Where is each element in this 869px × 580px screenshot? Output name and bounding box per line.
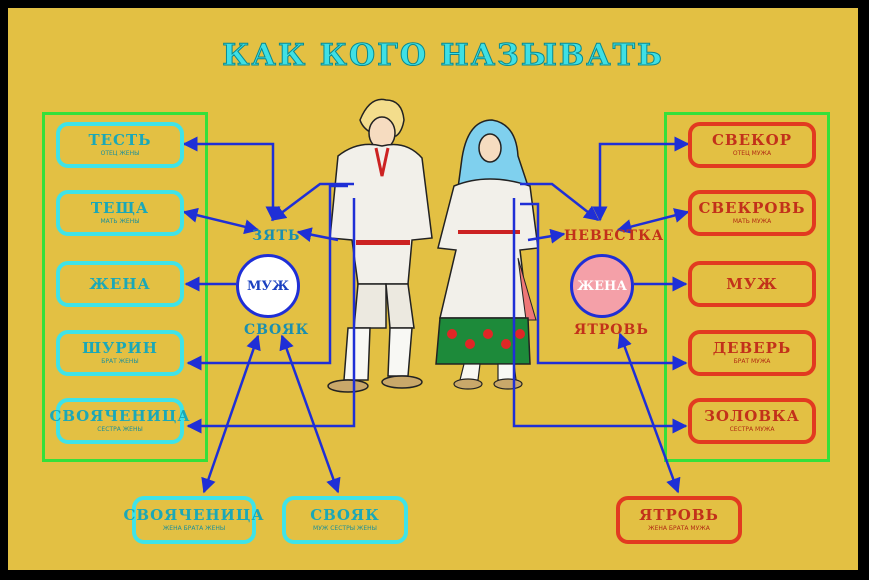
box-muzh-title: МУЖ — [726, 275, 778, 293]
box-bottom-svoyak-note: МУЖ СЕСТРЫ ЖЕНЫ — [313, 525, 377, 532]
box-svekor-title: СВЕКОР — [711, 131, 793, 149]
husband-relatives-frame — [42, 112, 208, 462]
box-dever-title: ДЕВЕРЬ — [712, 339, 792, 357]
diagram-title: КАК КОГО НАЗЫВАТЬ — [222, 38, 664, 74]
arrow-yatrov-bottom — [617, 332, 681, 494]
box-svoyachenitsa: СВОЯЧЕНИЦА СЕСТРА ЖЕНЫ — [49, 398, 190, 444]
wife-relatives-frame — [664, 112, 830, 462]
box-test-note: ОТЕЦ ЖЕНЫ — [100, 150, 140, 157]
diagram-canvas: КАК КОГО НАЗЫВАТЬ — [8, 8, 858, 570]
box-zolovka-note: СЕСТРА МУЖА — [729, 426, 775, 433]
box-zolovka-title: ЗОЛОВКА — [704, 407, 800, 425]
arrow-man-zyat-a — [270, 182, 354, 221]
box-teshcha-note: МАТЬ ЖЕНЫ — [100, 218, 140, 225]
box-bottom-svoyak: СВОЯК МУЖ СЕСТРЫ ЖЕНЫ — [282, 496, 408, 544]
man-figure — [327, 98, 433, 393]
box-shurin: ШУРИН БРАТ ЖЕНЫ — [56, 330, 184, 376]
arrow-woman-dever — [520, 202, 688, 371]
box-bottom-svoyachenitsa-title: СВОЯЧЕНИЦА — [123, 506, 265, 524]
circle-zhena: ЖЕНА — [570, 254, 634, 318]
arrow-zyat-teshcha — [182, 207, 260, 235]
arrow-nevestka-svekor — [592, 136, 690, 222]
label-svoyak: СВОЯК — [244, 322, 310, 338]
arrow-woman-nevestka-a — [520, 182, 600, 221]
box-muzh: МУЖ — [688, 261, 816, 307]
box-shurin-title: ШУРИН — [82, 339, 158, 357]
box-svekor: СВЕКОР ОТЕЦ МУЖА — [688, 122, 816, 168]
box-teshcha: ТЕЩА МАТЬ ЖЕНЫ — [56, 190, 184, 236]
box-dever: ДЕВЕРЬ БРАТ МУЖА — [688, 330, 816, 376]
box-svekrov-title: СВЕКРОВЬ — [698, 199, 806, 217]
arrow-woman-nevestka-b — [527, 228, 566, 244]
box-svoyachenitsa-title: СВОЯЧЕНИЦА — [49, 407, 191, 425]
label-yatrov: ЯТРОВЬ — [574, 322, 649, 338]
box-zhena: ЖЕНА — [56, 261, 184, 307]
box-svekrov-note: МАТЬ МУЖА — [732, 218, 772, 225]
box-bottom-svoyachenitsa: СВОЯЧЕНИЦА ЖЕНА БРАТА ЖЕНЫ — [123, 496, 264, 544]
label-zyat: ЗЯТЬ — [252, 228, 301, 244]
box-svekrov: СВЕКРОВЬ МАТЬ МУЖА — [688, 190, 816, 236]
arrow-man-zyat-b — [296, 227, 339, 243]
relation-arrows — [182, 136, 690, 494]
box-teshcha-title: ТЕЩА — [90, 199, 150, 217]
box-bottom-yatrov-note: ЖЕНА БРАТА МУЖА — [648, 525, 710, 532]
box-bottom-svoyachenitsa-note: ЖЕНА БРАТА ЖЕНЫ — [162, 525, 226, 532]
box-bottom-yatrov-title: ЯТРОВЬ — [639, 506, 719, 524]
box-test: ТЕСТЬ ОТЕЦ ЖЕНЫ — [56, 122, 184, 168]
box-zolovka: ЗОЛОВКА СЕСТРА МУЖА — [688, 398, 816, 444]
box-test-title: ТЕСТЬ — [88, 131, 152, 149]
box-shurin-note: БРАТ ЖЕНЫ — [101, 358, 139, 365]
label-nevestka: НЕВЕСТКА — [564, 228, 665, 244]
arrow-nevestka-svekrov — [616, 208, 690, 234]
box-svoyachenitsa-note: СЕСТРА ЖЕНЫ — [97, 426, 143, 433]
arrow-zyat-test — [182, 136, 281, 222]
box-bottom-yatrov: ЯТРОВЬ ЖЕНА БРАТА МУЖА — [616, 496, 742, 544]
circle-muzh: МУЖ — [236, 254, 300, 318]
box-svekor-note: ОТЕЦ МУЖА — [732, 150, 772, 157]
arrow-svoyak-bottom-svoyak — [279, 334, 341, 494]
box-dever-note: БРАТ МУЖА — [733, 358, 771, 365]
box-zhena-title: ЖЕНА — [89, 275, 151, 293]
box-bottom-svoyak-title: СВОЯК — [310, 506, 380, 524]
arrow-svoyak-bottom-svoyachenitsa — [201, 334, 261, 494]
